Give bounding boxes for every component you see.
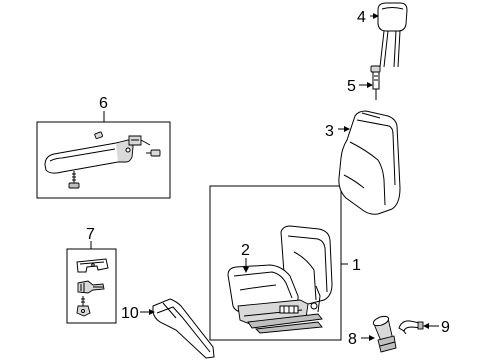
callout-5: 5 [347,78,356,95]
bracket-fastener-part [76,258,109,317]
callout-4: 4 [357,9,366,26]
seat-assembly-part [227,225,333,334]
callout-10: 10 [121,305,139,322]
callout-7: 7 [86,226,95,243]
headrest-guide-part [370,65,381,100]
callout-1: 1 [352,257,361,274]
callout-2: 2 [241,242,250,259]
strap-clip-part [398,320,424,335]
armrest-part [44,131,161,189]
callout-3: 3 [325,123,334,140]
leader-lines [90,13,439,341]
headrest-part [377,2,408,68]
seat-assembly-box [209,185,342,341]
callout-8: 8 [348,331,357,348]
tube-part [372,315,397,353]
callout-6: 6 [99,95,108,112]
callout-9: 9 [441,319,450,336]
side-trim-part [152,298,215,359]
seatback-cover-part [338,110,401,215]
